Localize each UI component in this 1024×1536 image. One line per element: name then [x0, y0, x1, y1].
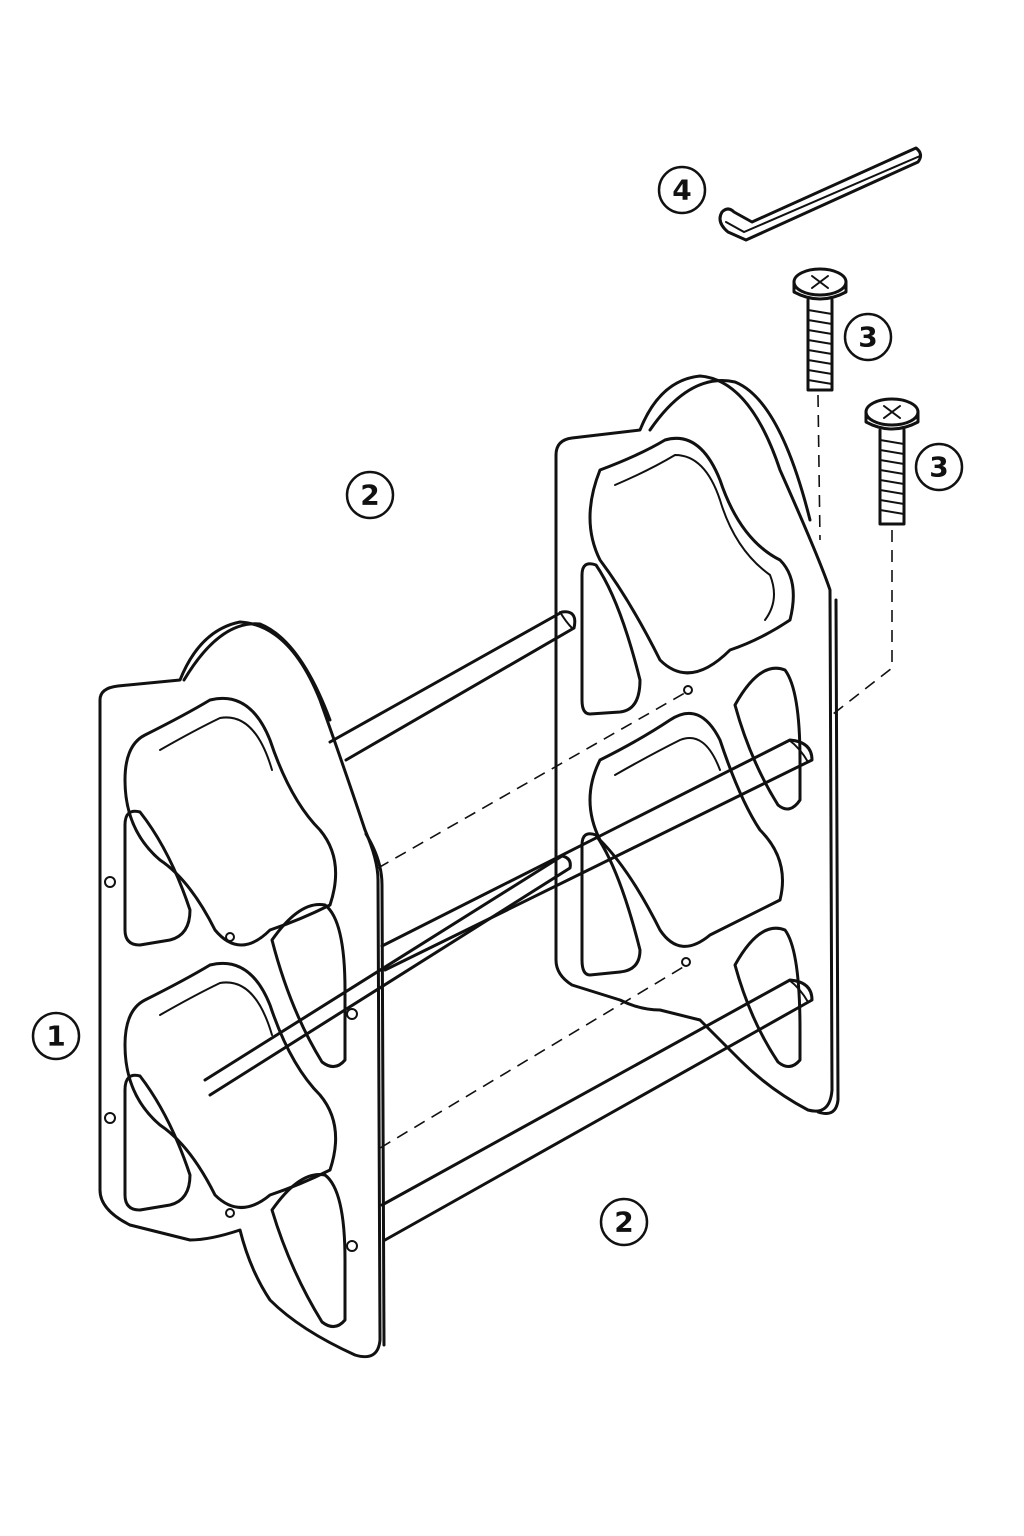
- callout-4: 4: [657, 165, 707, 215]
- rod-bottom: [380, 978, 814, 1242]
- front-side-panel: [98, 620, 386, 1359]
- callout-2-bottom: 2: [599, 1197, 649, 1247]
- callout-2-top-label: 2: [360, 479, 379, 512]
- rear-side-panel: [554, 374, 840, 1115]
- callout-1: 1: [31, 1011, 81, 1061]
- screw-a: [792, 267, 848, 392]
- rod-top: [328, 610, 577, 762]
- callout-4-label: 4: [672, 174, 691, 207]
- alignment-lines: [377, 394, 893, 1149]
- callout-3-b-label: 3: [929, 451, 948, 484]
- screw-b: [864, 397, 920, 526]
- callout-3-b: 3: [914, 442, 964, 492]
- callout-3-a-label: 3: [858, 321, 877, 354]
- callout-2-bottom-label: 2: [614, 1206, 633, 1239]
- callout-3-a: 3: [843, 312, 893, 362]
- callout-2-top: 2: [345, 470, 395, 520]
- rod-middle: [203, 738, 814, 1097]
- hex-key: [718, 146, 923, 242]
- callout-1-label: 1: [46, 1020, 65, 1053]
